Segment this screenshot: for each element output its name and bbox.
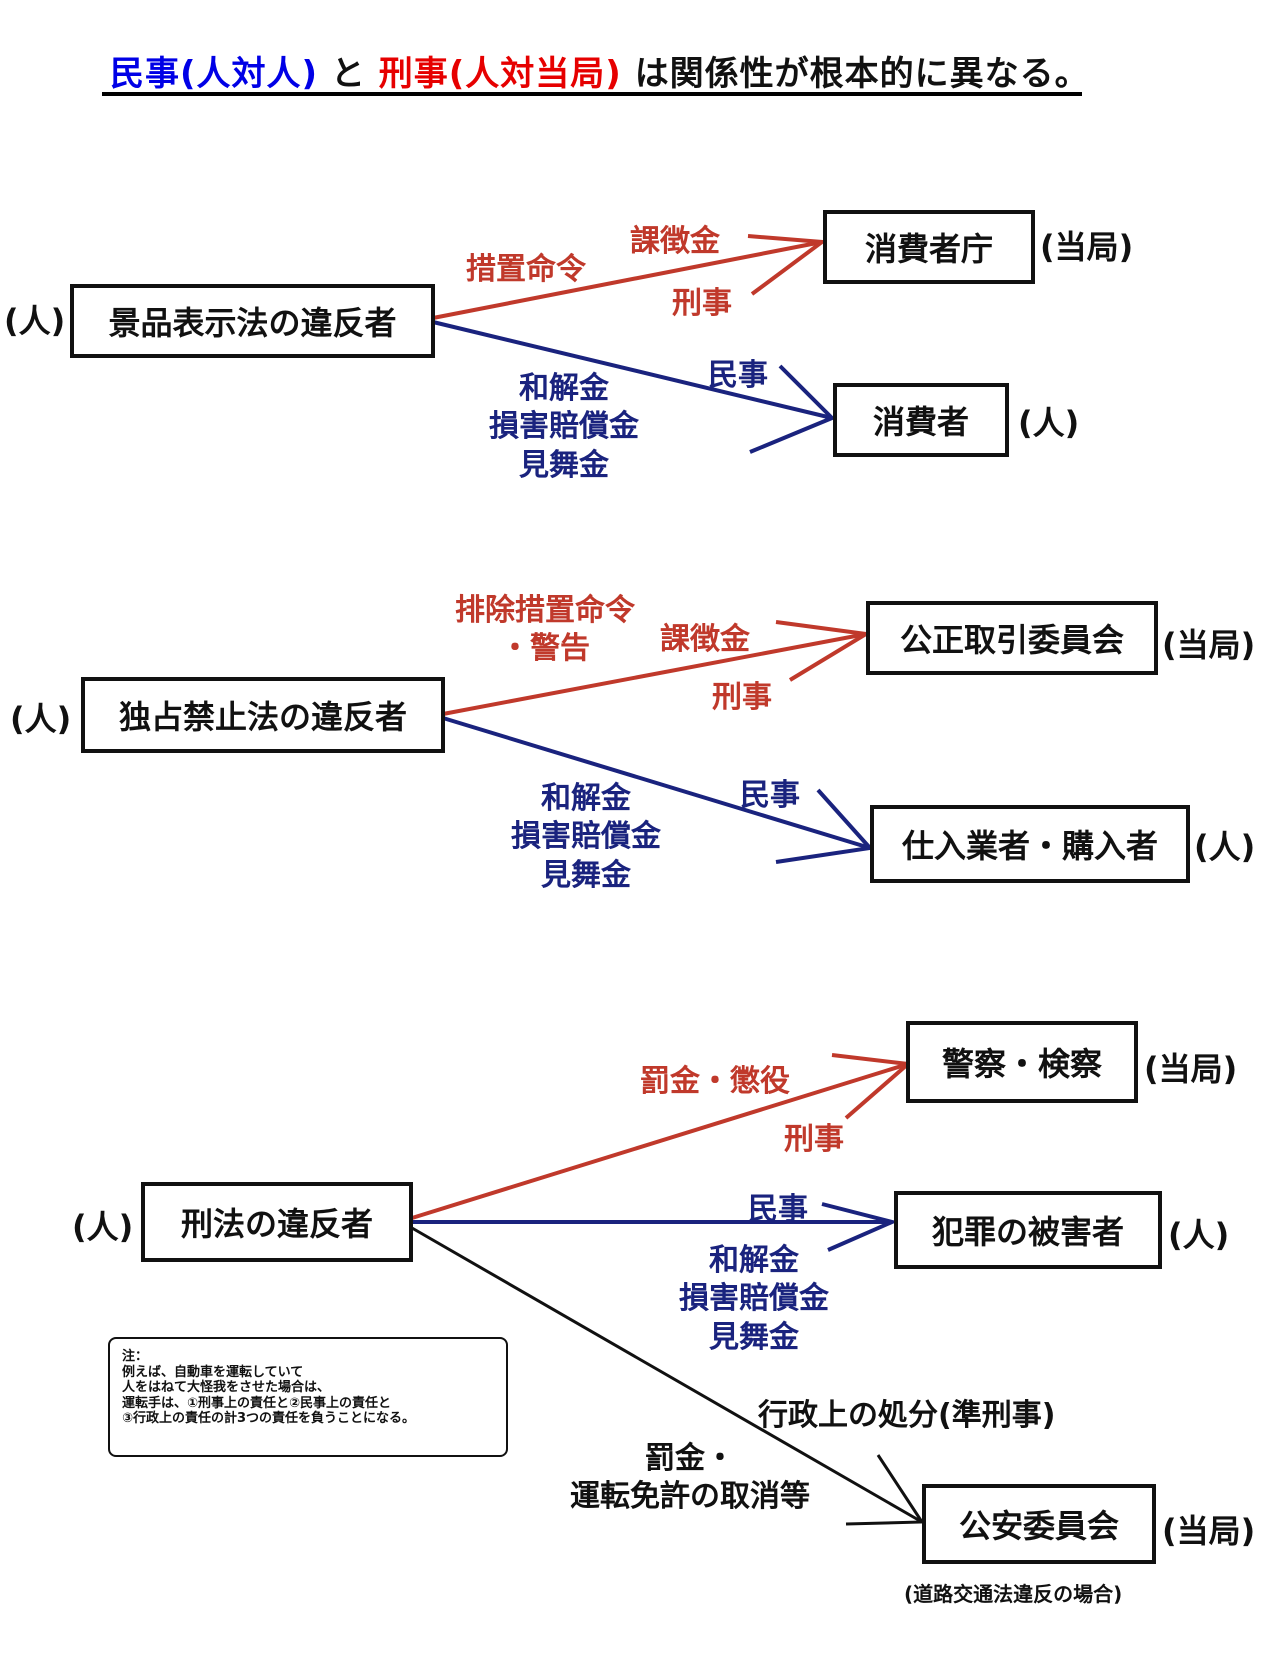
s2-authority-tag: (当局) <box>1162 626 1256 664</box>
s2-civil-item: 見舞金 <box>541 857 631 893</box>
s3-civil-item: 損害賠償金 <box>679 1281 829 1317</box>
note-line: 注： <box>122 1349 149 1364</box>
s3-admin-items: 罰金・ 運転免許の取消等 <box>540 1440 840 1517</box>
s3-commission-note: (道路交通法違反の場合) <box>904 1582 1123 1606</box>
s3-admin-item: 罰金・ <box>645 1441 735 1476</box>
s2-measure-label: 排除措置命令 ・警告 <box>430 592 660 669</box>
s2-civil-item: 和解金 <box>541 781 631 816</box>
title-to: と <box>330 54 366 94</box>
title-rest: は関係性が根本的に異なる。 <box>634 54 1090 94</box>
s3-commission-box: 公安委員会 <box>922 1484 1156 1564</box>
s1-civil-line <box>432 320 833 420</box>
title-underline <box>102 92 1082 96</box>
s3-authority-tag: (当局) <box>1144 1050 1238 1088</box>
s1-violator-box: 景品表示法の違反者 <box>70 284 435 358</box>
s3-authority-box: 警察・検察 <box>906 1021 1138 1103</box>
s3-fine-label: 罰金・懲役 <box>640 1064 790 1099</box>
s1-civil-arrowhead <box>749 364 836 454</box>
s2-civil-item: 損害賠償金 <box>511 819 661 855</box>
s3-victim-box: 犯罪の被害者 <box>894 1191 1162 1269</box>
s1-victim-tag: (人) <box>1018 404 1080 442</box>
s2-victim-box: 仕入業者・購入者 <box>870 805 1190 883</box>
s2-surcharge-label: 課徴金 <box>660 622 750 657</box>
s3-civil-item: 和解金 <box>709 1243 799 1278</box>
s3-violator-box: 刑法の違反者 <box>141 1182 413 1262</box>
s3-commission-tag: (当局) <box>1162 1512 1256 1550</box>
s2-civil-label: 民事 <box>740 778 800 813</box>
title-criminal: 刑事(人対当局) <box>378 54 622 94</box>
s1-victim-box: 消費者 <box>833 383 1009 457</box>
s3-civil-arrowhead <box>821 1202 899 1252</box>
note-line: 人をはねて大怪我をさせた場合は、 <box>122 1380 331 1396</box>
s2-victim-tag: (人) <box>1194 828 1256 866</box>
s3-admin-arrowhead <box>845 1454 925 1526</box>
s3-admin-line <box>411 1226 923 1524</box>
note-line: 運転手は、①刑事上の責任と②民事上の責任と <box>122 1395 392 1411</box>
s1-civil-label: 民事 <box>708 358 768 393</box>
s3-civil-items: 和解金 損害賠償金 見舞金 <box>654 1242 854 1357</box>
note-box: 注： 例えば、自動車を運転していて 人をはねて大怪我をさせた場合は、 運転手は、… <box>108 1337 508 1457</box>
note-line: 例えば、自動車を運転していて <box>122 1364 304 1380</box>
s1-measure-label: 措置命令 <box>466 252 586 287</box>
s3-admin-item: 運転免許の取消等 <box>570 1479 810 1515</box>
diagram-title: 民事(人対人) と 刑事(人対当局) は関係性が根本的に異なる。 <box>110 46 1090 95</box>
s1-authority-tag: (当局) <box>1040 228 1134 266</box>
s3-admin-label: 行政上の処分(準刑事) <box>758 1398 1056 1433</box>
s1-surcharge-label: 課徴金 <box>630 224 720 259</box>
s3-victim-tag: (人) <box>1168 1216 1230 1254</box>
s2-criminal-arrowhead <box>775 620 872 682</box>
s3-criminal-arrowhead <box>831 1053 913 1120</box>
s3-criminal-label: 刑事 <box>784 1122 844 1157</box>
s2-authority-box: 公正取引委員会 <box>866 601 1158 675</box>
s3-person-tag: (人) <box>72 1208 134 1246</box>
s1-person-tag: (人) <box>4 302 66 340</box>
s2-violator-box: 独占禁止法の違反者 <box>81 677 445 753</box>
s2-person-tag: (人) <box>10 700 72 738</box>
s2-measure-line: 排除措置命令 <box>455 593 635 628</box>
s3-civil-label: 民事 <box>748 1192 808 1227</box>
s1-criminal-label: 刑事 <box>672 286 732 321</box>
s3-criminal-line <box>411 1062 909 1220</box>
note-line: ③行政上の責任の計3つの責任を負うことになる。 <box>122 1411 416 1427</box>
s2-civil-items: 和解金 損害賠償金 見舞金 <box>496 780 676 895</box>
s1-civil-item: 和解金 <box>519 371 609 406</box>
s1-civil-item: 損害賠償金 <box>489 409 639 445</box>
s1-civil-items: 和解金 損害賠償金 見舞金 <box>474 370 654 485</box>
s2-measure-line: ・警告 <box>500 631 590 667</box>
s2-civil-line <box>442 716 871 850</box>
title-civil: 民事(人対人) <box>110 54 319 94</box>
s1-criminal-arrowhead <box>747 234 828 296</box>
s2-criminal-label: 刑事 <box>712 680 772 715</box>
s3-civil-item: 見舞金 <box>709 1319 799 1355</box>
s1-authority-box: 消費者庁 <box>823 210 1035 284</box>
s2-criminal-line <box>442 632 867 716</box>
s1-criminal-line <box>432 240 823 320</box>
s1-civil-item: 見舞金 <box>519 447 609 483</box>
